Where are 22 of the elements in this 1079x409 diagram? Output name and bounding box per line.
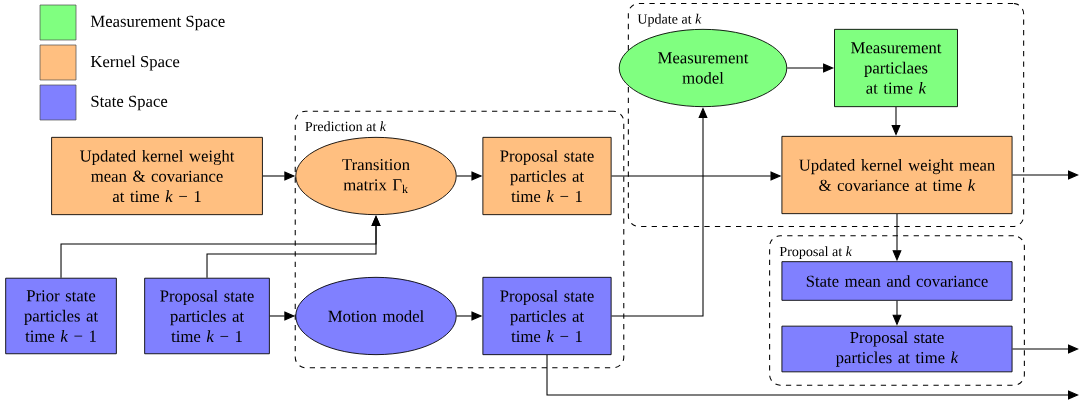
process-box: Prior state particles at time k − 1 (5, 277, 117, 355)
arrow (546, 354, 1079, 400)
process-box: Updated kernel weight mean & covariance at time k − 1 (51, 136, 263, 216)
process-box: Proposal state particles at time k − 1 (144, 277, 270, 355)
process-box: Proposal state particles at time k (781, 325, 1013, 373)
process-box: Proposal state particles at time k − 1 (482, 136, 612, 216)
group-title: Prediction at k (305, 121, 387, 132)
process-box: Updated kernel weight mean & covariance at time k (781, 135, 1013, 215)
legend-label: Kernel Space (90, 55, 180, 71)
arrow (611, 107, 708, 317)
group-title: Proposal at k (779, 246, 853, 260)
legend-label: Measurement Space (90, 15, 225, 31)
process-box: Proposal state particles at time k − 1 (482, 276, 612, 356)
arrow (786, 63, 834, 73)
arrow (1012, 170, 1079, 180)
group-title: Update at k (637, 13, 702, 27)
process-box: Measurement particlaes at time k (834, 28, 958, 108)
process-box: State mean and covariance (781, 261, 1013, 301)
arrow (891, 106, 901, 136)
legend-label: State Space (91, 95, 168, 111)
arrow (206, 215, 381, 279)
arrow (1012, 344, 1079, 354)
